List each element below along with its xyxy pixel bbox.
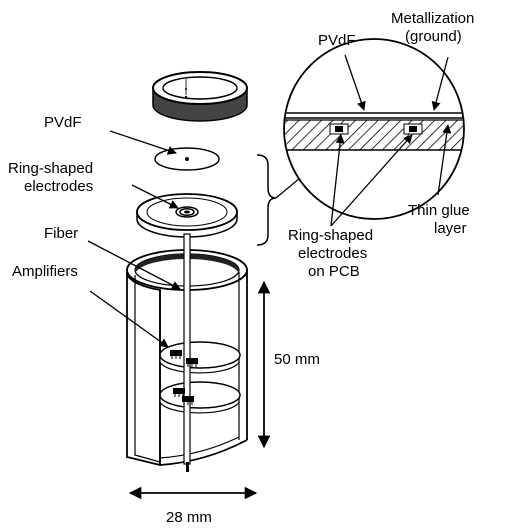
pvdf-disc <box>154 147 220 171</box>
amplifier-chips <box>170 350 198 405</box>
label-ring-pcb-1: Ring-shaped <box>288 227 373 244</box>
label-ring-electrodes-2: electrodes <box>24 178 93 195</box>
label-pvdf-detail: PVdF <box>318 32 356 49</box>
label-ring-electrodes-1: Ring-shaped <box>8 160 93 177</box>
electrode-pcb-disc <box>136 193 238 238</box>
internal-pcb-lower <box>159 381 241 414</box>
label-width-dimension: 28 mm <box>166 509 212 526</box>
label-glue-2: layer <box>434 220 467 237</box>
label-amplifiers: Amplifiers <box>12 263 78 280</box>
label-metallization-2: (ground) <box>405 28 462 45</box>
label-pvdf: PVdF <box>44 114 82 131</box>
label-metallization-1: Metallization <box>391 10 474 27</box>
brace-connector <box>275 177 301 199</box>
grouping-brace <box>256 154 277 246</box>
leader-arrows <box>87 54 452 348</box>
top-cap-ring <box>152 71 248 122</box>
label-height-dimension: 50 mm <box>274 351 320 368</box>
detail-magnifier <box>283 38 465 220</box>
fiber-rod <box>183 233 191 472</box>
label-glue-1: Thin glue <box>408 202 470 219</box>
label-ring-pcb-2: electrodes <box>298 245 367 262</box>
internal-pcb-upper <box>159 341 241 374</box>
label-ring-pcb-3: on PCB <box>308 263 360 280</box>
label-fiber: Fiber <box>44 225 78 242</box>
